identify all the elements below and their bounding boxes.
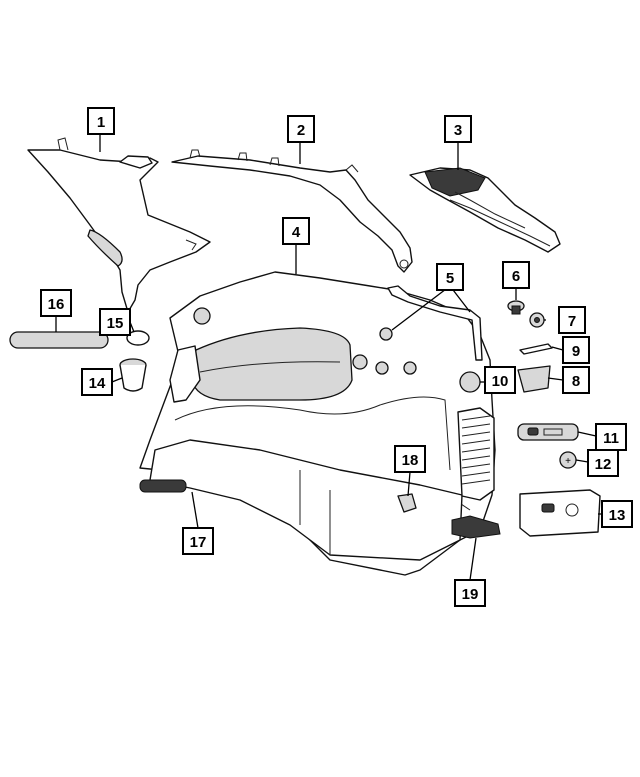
- part-3-d-pillar-applique: [409, 167, 561, 253]
- callout-label: 1: [97, 114, 105, 131]
- part-10-round-trim: [459, 371, 481, 393]
- part-18-clip: [397, 493, 417, 513]
- callout-label: 15: [107, 315, 124, 332]
- part-14-cup: [119, 358, 147, 392]
- callout-10: 10: [484, 366, 516, 394]
- callout-2: 2: [287, 115, 315, 143]
- callout-19: 19: [454, 579, 486, 607]
- part-6-fastener: [507, 300, 525, 315]
- callout-label: 12: [595, 456, 612, 473]
- callout-14: 14: [81, 368, 113, 396]
- callout-label: 16: [48, 296, 65, 313]
- part-11-switch-bezel: [517, 423, 579, 441]
- callout-3: 3: [444, 115, 472, 143]
- part-2-upper-trim: [171, 149, 413, 273]
- part-12-button: +: [559, 451, 577, 469]
- callout-6: 6: [502, 261, 530, 289]
- callout-15: 15: [99, 308, 131, 336]
- part-5-weatherstrip: [387, 285, 483, 361]
- part-9-strip: [519, 343, 553, 355]
- callout-label: 2: [297, 122, 305, 139]
- part-1-pillar-trim: [27, 137, 211, 313]
- part-17-speaker-grille: [139, 479, 187, 493]
- callout-label: 4: [292, 224, 301, 241]
- callout-label: 3: [454, 122, 462, 139]
- part-7-screw: [529, 312, 545, 328]
- callout-label: 10: [492, 373, 509, 390]
- callout-1: 1: [87, 107, 115, 135]
- callout-label: 7: [568, 313, 576, 330]
- leader-lines: [55, 134, 602, 581]
- callout-label: 9: [572, 343, 580, 360]
- callout-label: 6: [512, 268, 520, 285]
- callout-label: 8: [572, 373, 580, 390]
- callout-16: 16: [40, 289, 72, 317]
- callout-8: 8: [562, 366, 590, 394]
- callout-7: 7: [558, 306, 586, 334]
- callout-label: 18: [402, 452, 419, 469]
- callout-label: 11: [603, 430, 619, 447]
- callout-11: 11: [595, 423, 627, 451]
- part-19-vent-grille: [451, 407, 501, 539]
- svg-text:+: +: [565, 456, 571, 467]
- part-16-trim-strip: [9, 331, 109, 349]
- callout-label: 14: [89, 375, 106, 392]
- part-15-ring: [126, 330, 150, 346]
- part-13-outlet-bezel: [519, 489, 601, 537]
- callout-17: 17: [182, 527, 214, 555]
- part-8-bin: [517, 365, 551, 393]
- callout-5: 5: [436, 263, 464, 291]
- callout-label: 13: [609, 507, 626, 524]
- callout-9: 9: [562, 336, 590, 364]
- callout-label: 17: [190, 534, 207, 551]
- callout-4: 4: [282, 217, 310, 245]
- callout-12: 12: [587, 449, 619, 477]
- callout-13: 13: [601, 500, 633, 528]
- callout-18: 18: [394, 445, 426, 473]
- callout-label: 5: [446, 270, 454, 287]
- callout-label: 19: [462, 586, 479, 603]
